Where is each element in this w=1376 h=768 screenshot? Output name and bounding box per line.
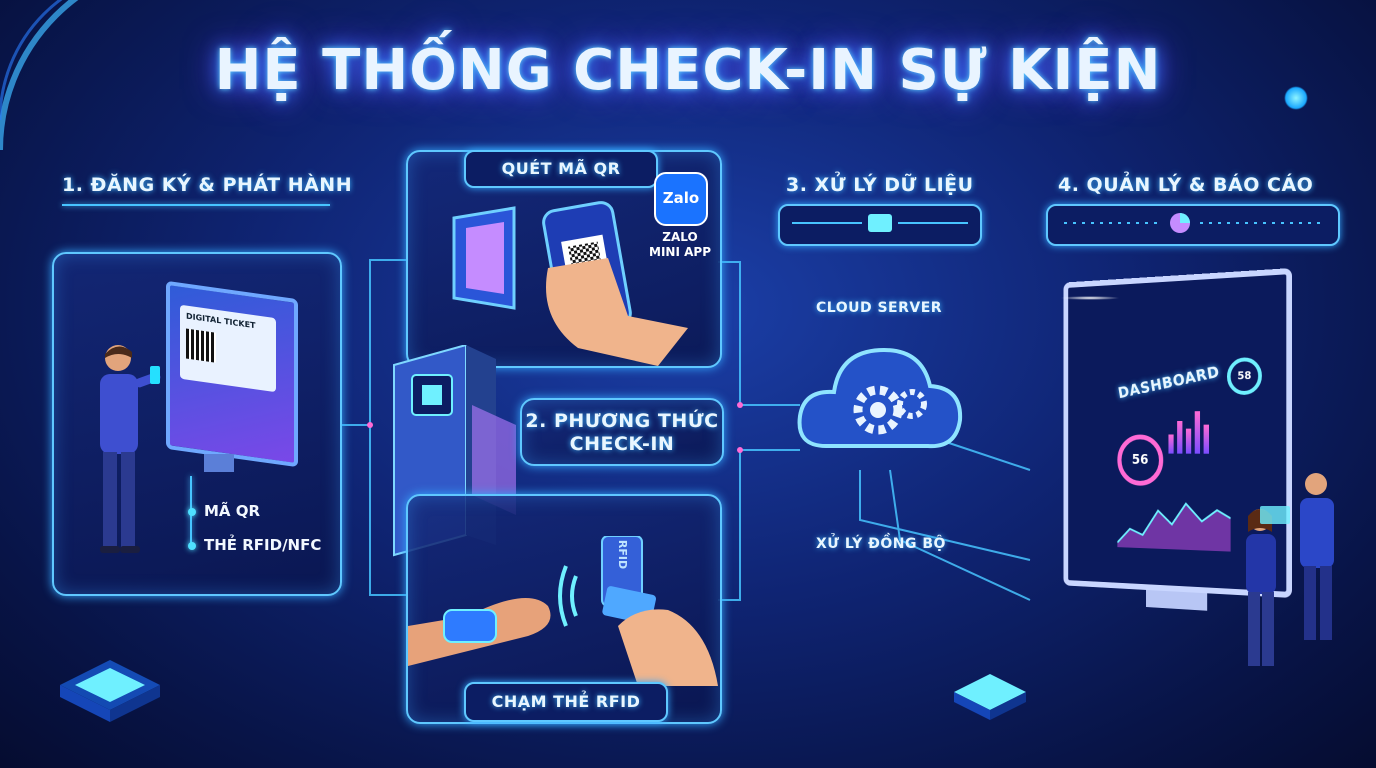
monitor-stand (1146, 589, 1208, 611)
dashboard-title: DASHBOARD (1116, 362, 1221, 402)
glowing-chip-icon (60, 660, 160, 722)
qr-tab-label: QUÉT MÃ QR (501, 159, 621, 178)
stat-value: 56 (1131, 452, 1149, 468)
cloud-server-label: CLOUD SERVER (816, 300, 943, 316)
qr-scan-panel: QUÉT MÃ QR Zalo ZALO MINI APP (406, 150, 722, 368)
bar-chart-widget (1168, 405, 1221, 454)
bullet-icon (188, 507, 196, 516)
bar (1203, 424, 1209, 454)
zalo-app-icon: Zalo (654, 172, 708, 226)
method-heading-line1: 2. PHƯƠNG THỨC (525, 410, 719, 432)
rfid-tab: CHẠM THẺ RFID (464, 682, 668, 722)
pie-chart-icon-bar (1064, 213, 1322, 233)
rfid-tab-label: CHẠM THẺ RFID (491, 692, 641, 711)
dashboard-monitor: DASHBOARD 56 58 (1063, 268, 1292, 622)
stat-value-small: 58 (1237, 369, 1252, 383)
rfid-tap-panel: RFID CHẠM THẺ RFID (406, 494, 722, 724)
step4-circuit-bar (1046, 204, 1340, 246)
option-rfid: THẺ RFID/NFC (188, 536, 321, 554)
bar (1194, 411, 1201, 454)
method-heading-line2: CHECK-IN (569, 433, 675, 455)
option-qr-label: MÃ QR (204, 502, 261, 520)
monitor-stand (204, 454, 234, 472)
lens-flare (1060, 296, 1120, 300)
stat-ring: 56 (1117, 434, 1164, 487)
step3-heading: 3. XỬ LÝ DỮ LIỆU (786, 174, 974, 196)
sync-processing-label: XỬ LÝ ĐỒNG BỘ (816, 536, 946, 552)
bullet-icon (188, 541, 196, 550)
zalo-label: ZALO MINI APP (644, 230, 716, 260)
business-people-illustration (1246, 473, 1334, 666)
phone-qr-illustration (542, 201, 688, 366)
method-heading: 2. PHƯƠNG THỨC CHECK-IN (522, 410, 722, 456)
zalo-logo-text: Zalo (662, 189, 700, 207)
area-chart-widget (1117, 491, 1231, 552)
step1-panel: DIGITAL TICKET MÃ QR THẺ RFID/NFC (52, 252, 342, 596)
monitor-screen: DIGITAL TICKET (166, 280, 298, 468)
page-title: HỆ THỐNG CHECK-IN SỰ KIỆN (214, 38, 1162, 103)
step1-heading: 1. ĐĂNG KÝ & PHÁT HÀNH (62, 174, 353, 196)
zalo-label-line1: ZALO (662, 230, 698, 244)
ticket-qr-code (186, 328, 216, 363)
bar (1185, 428, 1192, 454)
glow-dot (1284, 86, 1308, 110)
dashboard-screen: DASHBOARD 56 58 (1063, 268, 1292, 598)
rfid-card-label: RFID (616, 539, 630, 570)
rfid-hands-illustration (408, 536, 718, 686)
qr-scanner-device (452, 206, 516, 310)
folder-icon-bar (792, 214, 968, 232)
person-with-phone-illustration (100, 345, 161, 553)
step4-heading: 4. QUẢN LÝ & BÁO CÁO (1058, 174, 1314, 196)
ticket-text: DIGITAL TICKET (186, 311, 256, 331)
option-qr: MÃ QR (188, 502, 260, 520)
bar (1168, 434, 1174, 454)
option-rfid-label: THẺ RFID/NFC (204, 536, 322, 554)
stat-ring-small: 58 (1226, 356, 1262, 396)
method-panel: 2. PHƯƠNG THỨC CHECK-IN (520, 398, 724, 466)
qr-tab: QUÉT MÃ QR (464, 150, 658, 188)
step1-underline (62, 204, 330, 206)
glowing-chip-icon (954, 674, 1026, 720)
zalo-label-line2: MINI APP (649, 245, 711, 259)
bar (1177, 420, 1183, 454)
hud-arc-decoration (0, 0, 79, 151)
digital-ticket: DIGITAL TICKET (180, 304, 276, 393)
step3-circuit-bar (778, 204, 982, 246)
cloud-gear-icon (797, 347, 963, 449)
